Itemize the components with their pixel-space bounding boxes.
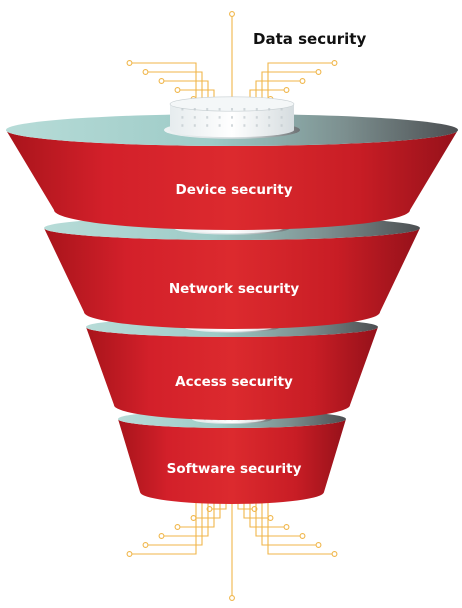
data-bit <box>206 124 209 127</box>
data-bit <box>193 108 196 111</box>
circuit-trace <box>267 495 332 555</box>
funnel-layers: Software security Access security Network … <box>6 96 458 504</box>
circuit-node <box>174 87 181 93</box>
circuit-node <box>283 524 290 530</box>
circuit-node <box>142 542 149 548</box>
circuit-trace <box>255 495 300 537</box>
data-bit <box>268 116 271 119</box>
circuit-trace <box>164 495 209 537</box>
circuit-node <box>267 515 274 521</box>
data-bit <box>231 124 233 127</box>
data-bit <box>231 108 233 111</box>
circuit-node <box>299 533 306 539</box>
circuit-trace <box>249 495 284 528</box>
data-bit <box>218 124 221 127</box>
data-bit <box>181 108 184 111</box>
circuit-node <box>158 533 165 539</box>
layer-band <box>6 130 458 230</box>
layer-label: Network security <box>169 281 300 297</box>
circuit-node <box>229 595 235 601</box>
circuit-node <box>315 542 322 548</box>
circuit-node <box>299 78 306 84</box>
layer-label: Access security <box>175 374 293 390</box>
data-bit <box>206 108 209 111</box>
circuit-trace <box>180 495 215 528</box>
data-bit <box>268 124 271 127</box>
layer-band <box>118 419 346 504</box>
data-bit <box>255 116 258 119</box>
data-core-texture <box>181 108 283 127</box>
circuit-node <box>315 69 322 75</box>
circuit-trace <box>148 495 203 546</box>
circuit-node <box>190 515 197 521</box>
circuit-node <box>126 60 133 66</box>
data-bit <box>280 108 283 111</box>
data-bit <box>181 116 184 119</box>
layer-band <box>44 228 420 329</box>
data-bit <box>255 124 258 127</box>
data-bit <box>206 116 209 119</box>
layer-label: Device security <box>176 182 293 198</box>
circuit-node <box>331 551 338 557</box>
data-bit <box>243 108 246 111</box>
data-bit <box>231 116 233 119</box>
circuit-node <box>283 87 290 93</box>
layer-band <box>86 327 378 420</box>
circuit-node <box>174 524 181 530</box>
data-bit <box>193 124 196 127</box>
data-bit <box>280 116 283 119</box>
circuit-trace <box>261 495 316 546</box>
data-bit <box>181 124 184 127</box>
data-bit <box>280 124 283 127</box>
circuit-node <box>331 60 338 66</box>
layer-label: Software security <box>167 461 302 477</box>
data-bit <box>243 116 246 119</box>
circuit-lines-bottom <box>126 495 338 601</box>
circuit-node <box>126 551 133 557</box>
circuit-node <box>158 78 165 84</box>
data-core-top <box>169 96 295 112</box>
funnel-layer-1: Device security <box>6 96 458 230</box>
data-bit <box>255 108 258 111</box>
data-bit <box>243 124 246 127</box>
circuit-trace <box>132 495 197 555</box>
data-bit <box>193 116 196 119</box>
diagram-title: Data security <box>253 30 366 48</box>
data-bit <box>218 116 221 119</box>
data-bit <box>218 108 221 111</box>
circuit-node <box>229 11 235 17</box>
data-bit <box>268 108 271 111</box>
circuit-node <box>142 69 149 75</box>
